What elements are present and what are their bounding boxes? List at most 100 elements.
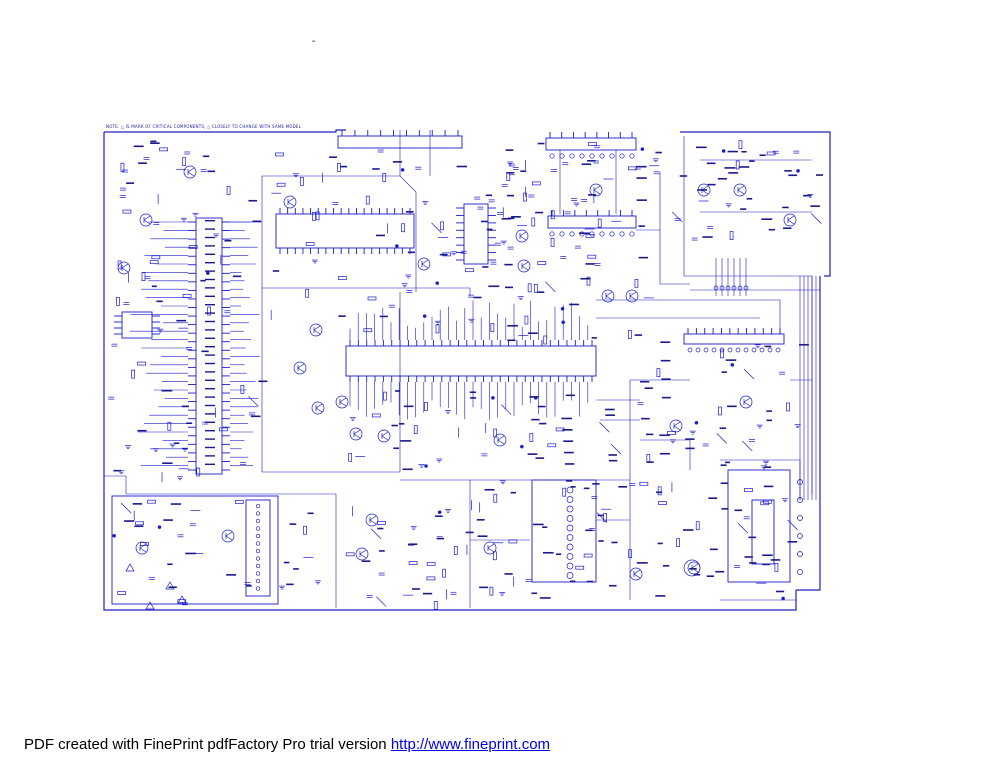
coil	[255, 571, 261, 576]
resistor	[493, 493, 498, 503]
component-label-mark	[586, 580, 594, 583]
component-label-mark	[697, 189, 708, 191]
trace	[596, 299, 781, 334]
component-label-mark	[803, 194, 812, 197]
resistor	[196, 467, 201, 477]
component-label-mark	[405, 211, 414, 213]
component-label-mark	[679, 175, 688, 177]
component-label-mark	[482, 266, 489, 268]
component-label-mark	[252, 220, 262, 223]
component-label-mark	[644, 387, 653, 389]
component-label-mark	[200, 279, 206, 282]
resistor	[588, 142, 597, 146]
component-label-mark	[486, 228, 493, 231]
component-label-mark	[749, 160, 755, 162]
resistor	[735, 160, 740, 170]
power-section	[111, 495, 279, 605]
component-label-mark	[186, 422, 193, 425]
junction	[721, 149, 726, 153]
connector-pin	[797, 479, 803, 485]
pin-label-mark	[205, 312, 215, 314]
resistor	[240, 385, 245, 394]
component-label-mark	[724, 461, 730, 464]
resistor	[135, 521, 144, 526]
pad	[725, 285, 731, 291]
pin-label-mark	[205, 362, 215, 365]
connector-pin	[703, 347, 709, 353]
transistor	[743, 397, 751, 403]
component-label-mark	[588, 194, 597, 196]
component-label-mark	[556, 553, 562, 556]
resistor	[634, 278, 639, 288]
pin-label-mark	[205, 253, 215, 255]
connector-pin	[566, 543, 574, 551]
component-label-mark	[293, 568, 299, 570]
trace	[500, 404, 512, 415]
resistor	[435, 324, 440, 334]
component-label-mark	[531, 418, 540, 421]
resistor	[234, 500, 244, 504]
component-label-mark	[470, 397, 477, 399]
transistor	[339, 397, 347, 403]
transistor	[629, 291, 637, 297]
connector-pin	[579, 153, 585, 159]
critical-component-note: NOTE: △ IS MARK OF CRITICAL COMPONENTS, …	[106, 124, 302, 129]
component-label-mark	[608, 459, 618, 462]
transistor	[381, 431, 389, 437]
resistor	[433, 601, 438, 610]
transistor	[497, 435, 505, 441]
transistor	[521, 265, 529, 271]
resistor	[695, 521, 700, 531]
junction	[206, 271, 210, 275]
component-label-mark	[744, 556, 753, 558]
component-label-mark	[764, 466, 772, 468]
component-label-mark	[510, 491, 516, 494]
component-label-mark	[695, 146, 707, 149]
resistor	[151, 255, 161, 260]
component-label-mark	[542, 526, 548, 528]
transistor	[593, 185, 601, 191]
component-label-mark	[784, 170, 792, 172]
transistor	[497, 439, 505, 445]
component-label-mark	[782, 206, 789, 209]
footer-link[interactable]: http://www.fineprint.com	[390, 736, 551, 753]
component-label-mark	[485, 194, 492, 197]
resistor	[729, 231, 734, 240]
transistor	[787, 219, 795, 225]
connector-pin	[797, 515, 803, 521]
resistor	[149, 260, 159, 265]
component-label-mark	[583, 487, 590, 490]
transistor	[787, 215, 795, 221]
pad	[713, 285, 719, 291]
component-label-mark	[766, 419, 773, 422]
component-label-mark	[527, 332, 538, 335]
connector-pin	[549, 153, 555, 159]
component-label-mark	[226, 574, 237, 576]
component-label-mark	[484, 488, 495, 491]
resistor	[303, 525, 307, 535]
resistor	[345, 552, 355, 557]
connector-pin	[695, 347, 701, 353]
component-label-mark	[151, 285, 157, 288]
trace	[370, 528, 382, 539]
resistor	[493, 428, 498, 438]
component-label-mark	[659, 434, 670, 437]
resistor	[305, 242, 315, 246]
junction	[491, 396, 495, 400]
component-label-mark	[721, 508, 729, 510]
transistor	[625, 289, 639, 303]
component-label-mark	[569, 580, 576, 583]
trace	[640, 439, 691, 470]
resistor	[440, 221, 444, 231]
component-label-mark	[150, 142, 160, 144]
component-label-mark	[685, 438, 695, 440]
connector-pin	[711, 347, 717, 353]
component-label-mark	[379, 550, 385, 552]
trace	[811, 213, 822, 224]
schematic-frame	[103, 129, 831, 611]
component-label-mark	[150, 140, 157, 143]
junction	[400, 168, 405, 172]
component-label-mark	[810, 205, 820, 207]
component-label-mark	[655, 151, 662, 154]
transistor	[335, 395, 349, 409]
